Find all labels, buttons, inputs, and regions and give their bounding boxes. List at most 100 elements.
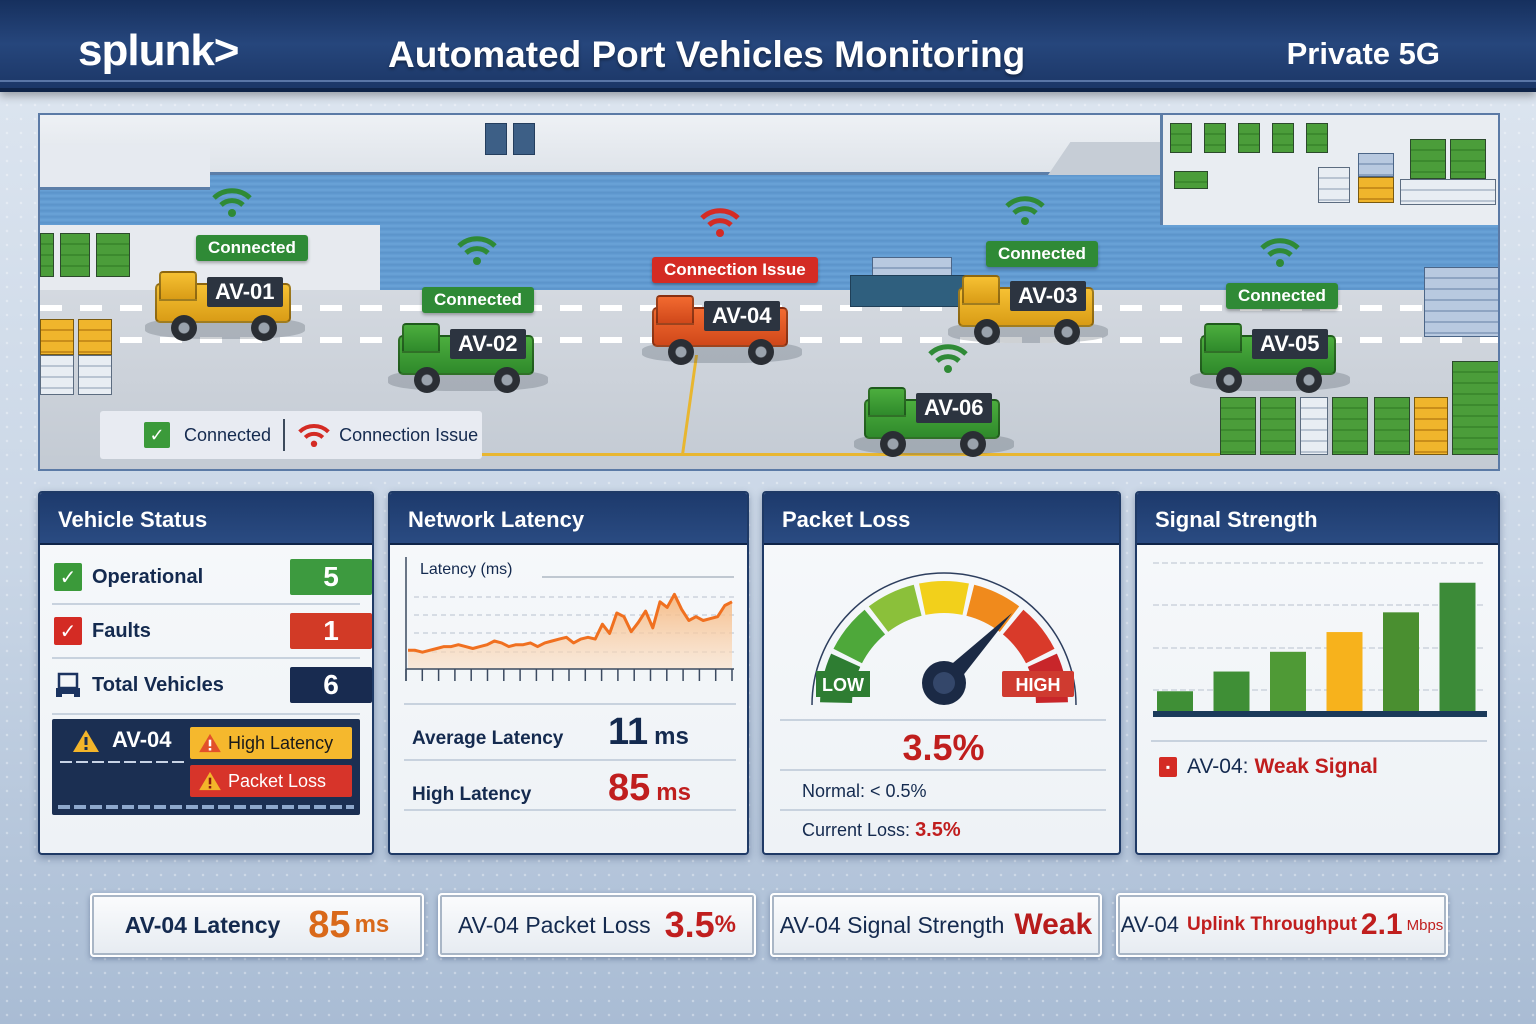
kpi-latency[interactable]: AV-04 Latency 85 ms — [90, 893, 424, 957]
container — [1306, 123, 1328, 153]
crane-block — [485, 123, 507, 155]
kpi-sublabel: Uplink Throughput — [1187, 914, 1357, 935]
quay — [40, 115, 1160, 175]
vehicle-id: AV-02 — [450, 329, 526, 359]
signal-strength-chart[interactable] — [1151, 553, 1487, 723]
kpi-label: AV-04 Latency — [124, 911, 281, 938]
container — [1272, 123, 1294, 153]
network-latency-panel: Network Latency Latency (ms) Average Lat… — [388, 491, 749, 855]
status-tag-av-02: Connected — [422, 287, 534, 313]
wifi-icon — [457, 236, 497, 265]
kpi-uplink-throughput[interactable]: AV-04 Uplink Throughput 2.1 Mbps — [1116, 893, 1448, 957]
divider — [52, 713, 360, 715]
alert-badge-icon: ▪ — [1159, 757, 1177, 777]
signal-bar — [1383, 612, 1419, 711]
current-loss-label: Current Loss: — [802, 820, 911, 840]
container — [1450, 139, 1486, 179]
alert-label: Packet Loss — [228, 770, 327, 791]
vehicle-av-04[interactable]: AV-04 — [642, 291, 802, 365]
gauge-high-bg — [1002, 671, 1074, 697]
container — [1400, 179, 1496, 205]
kpi-label: AV-04 — [1120, 912, 1179, 937]
wheel — [1216, 367, 1242, 393]
container — [1170, 123, 1192, 153]
alert-packet-loss[interactable]: Packet Loss — [190, 765, 352, 797]
signal-strength-panel: Signal Strength ▪ AV-04: Weak Signal — [1135, 491, 1500, 855]
status-row-total: Total Vehicles 6 — [54, 665, 372, 705]
container — [1358, 153, 1394, 177]
current-loss-row: Current Loss: 3.5% — [802, 819, 961, 842]
container — [40, 355, 74, 395]
wheel — [1054, 319, 1080, 345]
container — [1374, 397, 1410, 455]
divider — [780, 769, 1106, 771]
container — [78, 355, 112, 395]
vehicle-av-02[interactable]: AV-02 — [388, 319, 548, 393]
alert-label: High Latency — [228, 732, 334, 753]
vehicle-av-05[interactable]: AV-05 — [1190, 319, 1350, 393]
container — [40, 319, 74, 355]
container — [1410, 139, 1446, 179]
vehicle-id: AV-03 — [1010, 281, 1086, 311]
gauge-segment — [868, 584, 922, 632]
panel-title: Network Latency — [390, 493, 747, 545]
status-tag-av-04: Connection Issue — [652, 257, 818, 283]
signal-alert: ▪ AV-04: Weak Signal — [1159, 755, 1378, 779]
status-label: Faults — [92, 619, 151, 642]
alert-vehicle: AV-04: — [1187, 755, 1249, 778]
status-label: Total Vehicles — [92, 673, 224, 696]
divider — [780, 719, 1106, 721]
warning-icon — [73, 730, 99, 752]
check-icon: ✓ — [144, 422, 170, 448]
container — [40, 233, 54, 277]
packet-loss-panel: Packet Loss LOW HIGH 3.5% Normal: < 0.5%… — [762, 491, 1121, 855]
unit: ms — [656, 779, 691, 806]
kpi-packet-loss[interactable]: AV-04 Packet Loss 3.5 % — [438, 893, 756, 957]
panel-title: Signal Strength — [1137, 493, 1498, 545]
kpi-label: AV-04 Packet Loss — [457, 911, 651, 938]
alert-high-latency[interactable]: High Latency — [190, 727, 352, 759]
vehicle-id: AV-06 — [916, 393, 992, 423]
container — [1318, 167, 1350, 203]
average-latency-value: 11 — [608, 711, 649, 753]
warning-icon — [199, 733, 221, 753]
divider — [404, 759, 736, 761]
port-map: Connected AV-01 Connected AV-02 Connecti… — [38, 113, 1500, 471]
container — [1300, 397, 1328, 455]
wheel — [668, 339, 694, 365]
container — [1358, 177, 1394, 203]
normal-threshold: Normal: < 0.5% — [802, 781, 927, 801]
wheel — [494, 367, 520, 393]
container — [60, 233, 90, 277]
status-row-faults: ✓ Faults 1 — [54, 611, 372, 651]
vehicle-alert-box[interactable]: AV-04 High Latency Packet Loss — [52, 719, 360, 815]
wheel — [960, 431, 986, 457]
average-latency-row: Average Latency 11 ms — [412, 711, 732, 754]
wifi-icon — [1005, 196, 1045, 225]
kpi-value: 85 — [308, 903, 351, 946]
kpi-label: AV-04 Signal Strength — [779, 911, 1005, 938]
vehicle-av-06[interactable]: AV-06 — [854, 383, 1014, 457]
divider — [52, 603, 360, 605]
vehicle-id: AV-01 — [207, 277, 283, 307]
kpi-unit: ms — [354, 911, 390, 938]
vehicle-av-03[interactable]: AV-03 — [948, 271, 1108, 345]
divider — [404, 809, 736, 811]
status-count: 1 — [290, 613, 372, 649]
packet-loss-gauge[interactable]: LOW HIGH — [804, 555, 1084, 715]
vehicle-cab — [1204, 323, 1242, 353]
signal-bar — [1439, 582, 1476, 711]
status-tag-av-05: Connected — [1226, 283, 1338, 309]
chart-label: Latency (ms) — [420, 561, 513, 578]
legend-connected: Connected — [184, 424, 272, 445]
kpi-signal-strength[interactable]: AV-04 Signal Strength Weak — [770, 893, 1102, 957]
splunk-logo: splunk> — [78, 26, 239, 75]
vehicle-icon — [56, 672, 80, 697]
kpi-unit: % — [714, 911, 736, 938]
legend-divider — [283, 419, 286, 451]
signal-bar — [1326, 632, 1363, 711]
map-legend: ✓ Connected Connection Issue — [100, 411, 482, 459]
dashed-divider — [58, 805, 354, 809]
latency-chart[interactable] — [402, 557, 738, 685]
vehicle-av-01[interactable]: AV-01 — [145, 267, 305, 341]
